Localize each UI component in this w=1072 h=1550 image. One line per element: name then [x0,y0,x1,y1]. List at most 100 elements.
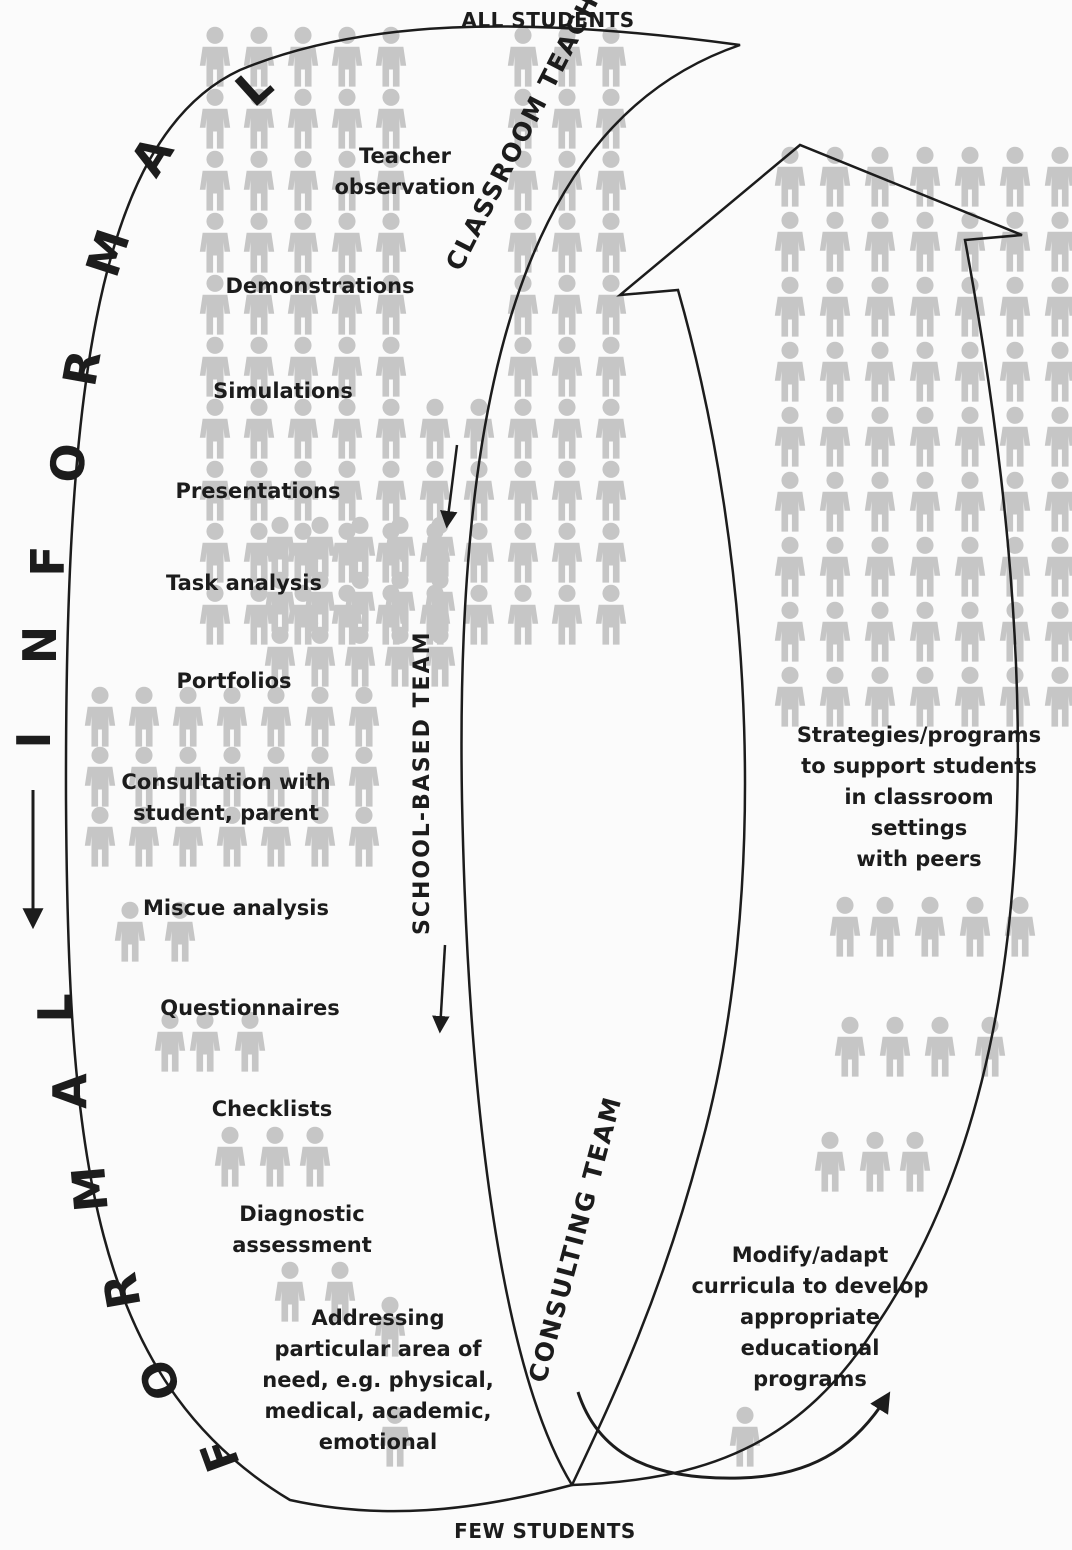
person-figure-icon [864,536,896,597]
person-figure-icon [287,150,319,211]
person-figure-icon [774,601,806,662]
person-figure-icon [1044,601,1072,662]
person-figure-icon [551,584,583,645]
person-figure-icon [595,26,627,87]
person-figure-icon [864,406,896,467]
person-figure-icon [243,212,275,273]
person-figure-icon [287,26,319,87]
person-figure-icon [214,1126,246,1187]
person-figure-icon [331,26,363,87]
person-figure-icon [348,686,380,747]
person-figure-icon [819,471,851,532]
assessment-loop-outline [64,25,741,1513]
person-figure-icon [814,1131,846,1192]
assessment-method-item: Demonstrations [225,274,415,298]
person-figure-icon [375,88,407,149]
big-letter: I [7,731,61,749]
person-figure-icon [199,150,231,211]
assessment-method-item: Presentations [175,479,341,503]
person-figure-icon [199,398,231,459]
person-figure-icon [128,686,160,747]
person-figure-icon [595,274,627,335]
person-figure-icon [507,522,539,583]
team-down-arrow-icon [440,444,459,529]
person-figure-icon [954,146,986,207]
person-figure-icon [909,471,941,532]
assessment-method-item: Consultation with student, parent [121,770,331,825]
person-figure-icon [595,336,627,397]
person-figure-icon [114,901,146,962]
person-figure-icon [954,666,986,727]
person-figure-icon [84,746,116,807]
person-figure-icon [287,398,319,459]
person-figure-icon [959,896,991,957]
big-letter: L [28,993,82,1023]
person-figure-icon [84,686,116,747]
person-figure-icon [909,601,941,662]
person-figure-icon [243,150,275,211]
big-letter: O [39,441,97,485]
person-figure-icon [551,522,583,583]
person-figure-icon [999,536,1031,597]
person-figure-icon [829,896,861,957]
person-figure-icon [299,1126,331,1187]
person-figure-icon [287,88,319,149]
person-figure-icon [375,336,407,397]
assessment-method-item: Teacher observation [334,144,476,199]
person-figure-icon [1044,406,1072,467]
person-figure-icon [595,398,627,459]
big-letter: A [43,1073,97,1109]
person-figure-icon [999,211,1031,272]
person-figure-icon [348,746,380,807]
person-figure-icon [1044,276,1072,337]
person-figure-icon [463,584,495,645]
person-figure-icon [819,276,851,337]
person-figure-icon [551,398,583,459]
person-figure-icon [507,584,539,645]
person-figure-icon [864,276,896,337]
person-figure-icon [1044,536,1072,597]
person-figure-icon [869,896,901,957]
person-figure-icon [331,212,363,273]
person-figure-icon [819,341,851,402]
person-figure-icon [551,460,583,521]
person-figure-icon [507,212,539,273]
big-letter: F [21,545,75,577]
person-figure-icon [419,398,451,459]
person-figure-icon [331,398,363,459]
person-figure-icon [859,1131,891,1192]
assessment-method-item: Questionnaires [160,996,340,1020]
person-figure-icon [834,1016,866,1077]
person-figure-icon [819,406,851,467]
assessment-method-item: Diagnostic assessment [232,1202,372,1257]
person-figure-icon [879,1016,911,1077]
person-figure-icon [1044,211,1072,272]
person-figure-icon [909,211,941,272]
person-figure-icon [774,276,806,337]
person-figure-icon [909,341,941,402]
person-figure-icon [551,336,583,397]
person-figure-icon [954,406,986,467]
person-figure-icon [729,1406,761,1467]
top-label: ALL STUDENTS [461,8,635,32]
person-figure-icon [864,211,896,272]
team-down-arrow-icon [432,944,450,1034]
person-figure-icon [864,666,896,727]
person-figure-icon [999,276,1031,337]
assessment-method-item: Miscue analysis [143,896,329,920]
person-figure-icon [864,601,896,662]
person-figure-icon [1044,666,1072,727]
person-figure-icon [595,460,627,521]
person-figure-icon [551,212,583,273]
person-figure-icon [551,88,583,149]
person-figure-icon [774,406,806,467]
person-figure-icon [84,806,116,867]
person-figure-icon [507,460,539,521]
person-figure-icon [243,398,275,459]
person-figure-icon [999,406,1031,467]
person-figure-icon [899,1131,931,1192]
person-figure-icon [909,146,941,207]
person-figure-icon [819,536,851,597]
person-figure-icon [774,341,806,402]
person-figure-icon [954,341,986,402]
